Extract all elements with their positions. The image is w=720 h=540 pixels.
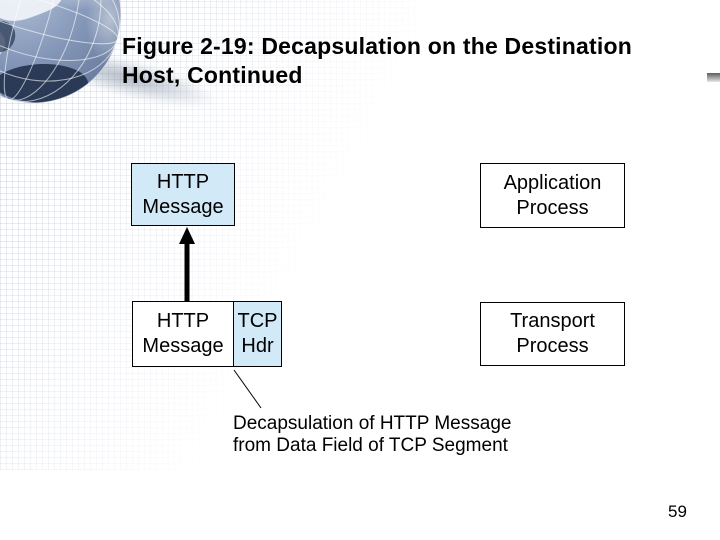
globe-icon	[0, 0, 121, 103]
up-arrow-icon	[179, 227, 195, 302]
box-http-message-top: HTTP Message	[131, 163, 235, 226]
slide-title: Figure 2-19: Decapsulation on the Destin…	[122, 33, 632, 88]
box-application-process: Application Process	[480, 163, 625, 228]
corner-accent-bar-icon	[707, 73, 720, 82]
box-transport-process: Transport Process	[480, 302, 625, 366]
box-http-message-bottom: HTTP Message	[132, 301, 234, 367]
caption-pointer-line-icon	[233, 369, 262, 409]
box-tcp-hdr: TCP Hdr	[234, 301, 282, 367]
page-number: 59	[668, 502, 687, 521]
diagram-caption: Decapsulation of HTTP Message from Data …	[233, 413, 512, 456]
